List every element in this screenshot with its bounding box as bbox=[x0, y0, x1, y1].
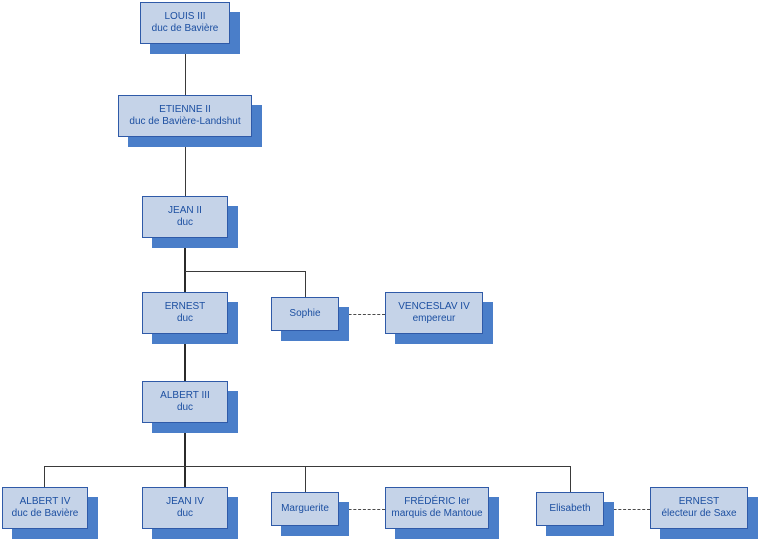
node-jean4-line-0: JEAN IV bbox=[166, 496, 204, 507]
node-ernest-line-0: ERNEST bbox=[164, 301, 206, 312]
node-etienne2-line-0: ETIENNE II bbox=[159, 104, 211, 115]
node-jean4-line-1: duc bbox=[176, 508, 194, 519]
node-sophie[interactable]: Sophie bbox=[271, 297, 339, 331]
node-louis3-line-1: duc de Bavière bbox=[151, 23, 219, 34]
node-etienne2-line-1: duc de Bavière-Landshut bbox=[129, 116, 241, 127]
node-marguerite-line-0: Marguerite bbox=[281, 503, 329, 514]
node-jean2-line-0: JEAN II bbox=[168, 205, 202, 216]
node-albert4-line-0: ALBERT IV bbox=[19, 496, 71, 507]
node-frederic-line-1: marquis de Mantoue bbox=[391, 508, 483, 519]
node-elisabeth[interactable]: Elisabeth bbox=[536, 492, 604, 526]
node-venceslav-line-0: VENCESLAV IV bbox=[398, 301, 470, 312]
edge-drop-elisabeth bbox=[570, 466, 571, 492]
node-marguerite[interactable]: Marguerite bbox=[271, 492, 339, 526]
edge-bar-jean2-children bbox=[185, 271, 306, 272]
edge-albert3-jean4 bbox=[184, 423, 186, 487]
edge-ernest-albert3 bbox=[184, 334, 186, 381]
node-albert3-line-0: ALBERT III bbox=[160, 390, 210, 401]
node-albert4-line-1: duc de Bavière bbox=[11, 508, 79, 519]
edge-louis3-etienne2 bbox=[185, 44, 186, 95]
node-jean2-line-1: duc bbox=[176, 217, 194, 228]
node-ernest2-line-1: électeur de Saxe bbox=[661, 508, 737, 519]
edge-drop-marguerite bbox=[305, 466, 306, 492]
node-ernest-line-1: duc bbox=[176, 313, 194, 324]
node-venceslav-line-1: empereur bbox=[412, 313, 456, 324]
marriage-elisabeth-ernest bbox=[604, 509, 650, 510]
node-frederic-line-0: FRÉDÉRIC Ier bbox=[404, 496, 470, 507]
marriage-marguerite-frederic bbox=[339, 509, 385, 510]
node-elisabeth-line-0: Elisabeth bbox=[549, 503, 591, 514]
edge-drop-sophie bbox=[305, 271, 306, 297]
edge-drop-albert4 bbox=[44, 466, 45, 487]
node-louis3-line-0: LOUIS III bbox=[164, 11, 206, 22]
node-sophie-line-0: Sophie bbox=[289, 308, 321, 319]
marriage-sophie-venceslav bbox=[339, 314, 385, 315]
edge-etienne2-jean2 bbox=[185, 137, 186, 196]
edge-bar-albert3-children bbox=[44, 466, 571, 467]
node-albert3-line-1: duc bbox=[176, 402, 194, 413]
node-ernest2-line-0: ERNEST bbox=[678, 496, 720, 507]
edge-jean2-ernest bbox=[184, 238, 186, 292]
